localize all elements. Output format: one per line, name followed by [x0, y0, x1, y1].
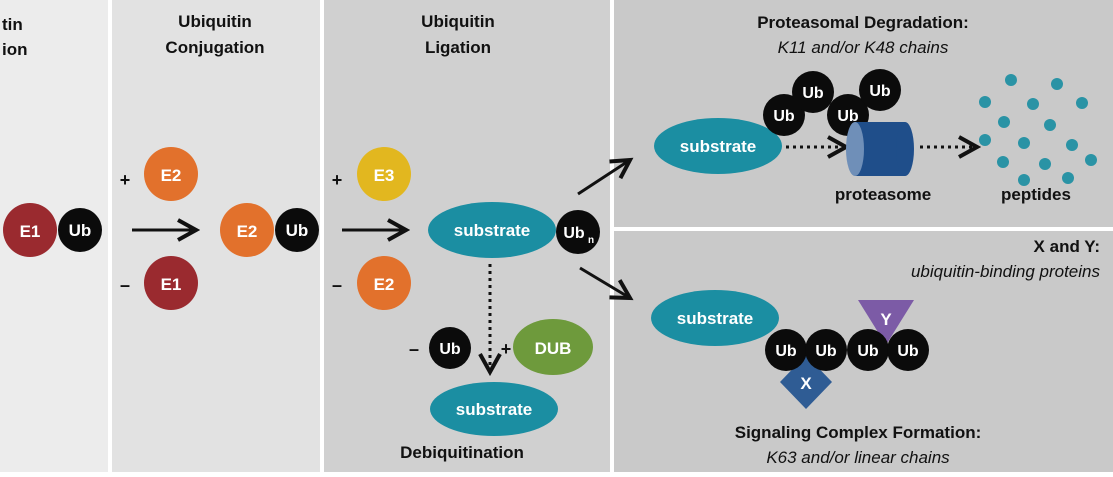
e2-conjugate-circle	[220, 203, 274, 257]
proteasome-opening	[846, 122, 864, 176]
conjugation-minus-sign: –	[120, 275, 130, 295]
peptide-dot	[979, 96, 991, 108]
e1-activation-label: E1	[20, 222, 41, 241]
ub-chain-signaling-1	[765, 329, 807, 371]
ub-chain-degradation-2-label: Ub	[802, 85, 824, 102]
ub-conjugate-circle	[275, 208, 319, 252]
substrate-degradation-label: substrate	[680, 137, 757, 156]
ub-chain-degradation-1	[763, 94, 805, 136]
peptide-dot	[997, 156, 1009, 168]
peptides-label: peptides	[1001, 185, 1071, 204]
peptide-dot	[1044, 119, 1056, 131]
e2-out-circle	[357, 256, 411, 310]
ub-n-subscript: n	[588, 235, 594, 246]
ub-chain-degradation-4	[859, 69, 901, 111]
dub-label: DUB	[535, 339, 572, 358]
ub-chain-signaling-3-label: Ub	[857, 343, 879, 360]
ub-released-circle	[429, 327, 471, 369]
ub-activation-label: Ub	[69, 221, 92, 240]
peptide-dot	[1027, 98, 1039, 110]
substrate-ligation-label: substrate	[454, 221, 531, 240]
peptide-dot	[1039, 158, 1051, 170]
substrate-signaling-label: substrate	[677, 309, 754, 328]
substrate-signaling-ellipse	[651, 290, 779, 346]
peptide-dot	[1076, 97, 1088, 109]
ub-chain-signaling-3	[847, 329, 889, 371]
e1-out-label: E1	[161, 275, 182, 294]
peptide-dot	[998, 116, 1010, 128]
substrate-degradation-ellipse	[654, 118, 782, 174]
e3-in-circle	[357, 147, 411, 201]
ligation-minus-sign: –	[332, 275, 342, 295]
ub-chain-degradation-1-label: Ub	[773, 108, 795, 125]
ub-chain-signaling-4-label: Ub	[897, 343, 919, 360]
ub-n-label: Ub	[563, 225, 585, 242]
peptide-dot	[1005, 74, 1017, 86]
e2-out-label: E2	[374, 275, 395, 294]
ub-activation-circle	[58, 208, 102, 252]
xy-title: X and Y:	[1034, 237, 1100, 256]
ub-conjugate-label: Ub	[286, 221, 309, 240]
e2-in-circle	[144, 147, 198, 201]
peptide-dot	[1066, 139, 1078, 151]
debiquitination-label: Debiquitination	[400, 443, 524, 462]
activation-title-line1: tin	[2, 15, 23, 34]
e2-in-label: E2	[161, 166, 182, 185]
xy-subtitle: ubiquitin-binding proteins	[911, 262, 1101, 281]
peptides-group	[979, 74, 1097, 186]
ub-chain-degradation-3-label: Ub	[837, 108, 859, 125]
dub-ellipse	[513, 319, 593, 375]
x-protein-label: X	[800, 374, 812, 393]
ub-released-label: Ub	[439, 341, 461, 358]
ligation-plus-sign: +	[332, 170, 343, 190]
debiq-minus-sign: –	[409, 339, 419, 359]
peptide-dot	[1051, 78, 1063, 90]
debiq-plus-sign: +	[501, 339, 512, 359]
ub-chain-signaling-4	[887, 329, 929, 371]
ub-n-circle	[556, 210, 600, 254]
y-protein-triangle	[858, 300, 914, 345]
proteasome-end	[896, 122, 914, 176]
e3-in-label: E3	[374, 166, 395, 185]
proteasome-label: proteasome	[835, 185, 931, 204]
conjugation-plus-sign: +	[120, 170, 131, 190]
peptide-dot	[1018, 174, 1030, 186]
y-protein-label: Y	[880, 310, 892, 329]
ub-chain-signaling-1-label: Ub	[775, 343, 797, 360]
degradation-subtitle: K11 and/or K48 chains	[778, 38, 949, 57]
arrow-to-signaling	[579, 266, 630, 298]
ub-chain-degradation-4-label: Ub	[869, 83, 891, 100]
substrate-free-label: substrate	[456, 400, 533, 419]
e1-out-circle	[144, 256, 198, 310]
conjugation-title-line1: Ubiquitin	[178, 12, 252, 31]
substrate-free-ellipse	[430, 382, 558, 436]
e1-activation-circle	[3, 203, 57, 257]
peptide-dot	[1085, 154, 1097, 166]
activation-title-line2: ion	[2, 40, 28, 59]
signaling-title: Signaling Complex Formation:	[735, 423, 982, 442]
conjugation-title-line2: Conjugation	[165, 38, 264, 57]
peptide-dot	[1062, 172, 1074, 184]
ub-chain-signaling-2	[805, 329, 847, 371]
substrate-ligation-ellipse	[428, 202, 556, 258]
signaling-subtitle: K63 and/or linear chains	[766, 448, 950, 467]
ub-chain-signaling-2-label: Ub	[815, 343, 837, 360]
degradation-title: Proteasomal Degradation:	[757, 13, 969, 32]
ligation-title-line1: Ubiquitin	[421, 12, 495, 31]
peptide-dot	[1018, 137, 1030, 149]
ligation-title-line2: Ligation	[425, 38, 491, 57]
peptide-dot	[979, 134, 991, 146]
e2-conjugate-label: E2	[237, 222, 258, 241]
arrow-to-degradation	[577, 160, 630, 196]
ub-chain-degradation-2	[792, 71, 834, 113]
